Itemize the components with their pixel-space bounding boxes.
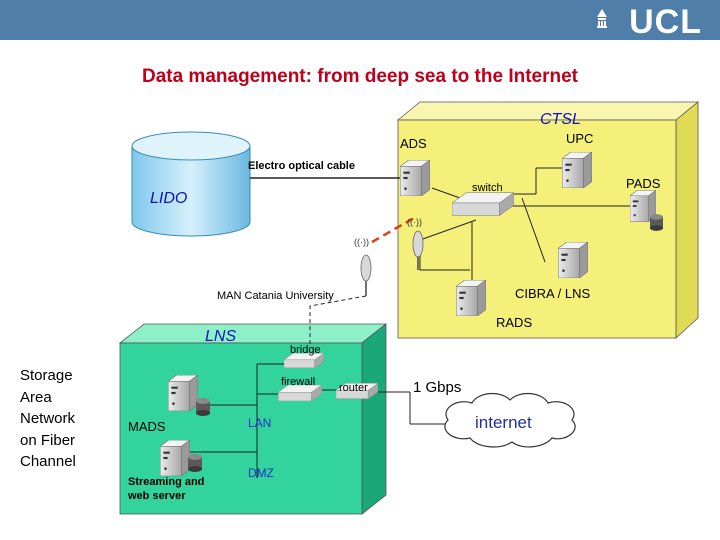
rads-label: RADS xyxy=(496,315,532,330)
switch-label: switch xyxy=(472,182,503,194)
streaming-label-line2: web server xyxy=(127,490,186,502)
slide-title: Data management: from deep sea to the In… xyxy=(141,66,579,87)
lns-label: LNS xyxy=(205,328,236,345)
cibra-server-icon xyxy=(558,242,588,278)
ctsl-box xyxy=(396,101,700,339)
side-note-line: Network xyxy=(20,410,76,427)
side-note-line: Channel xyxy=(20,453,76,470)
side-note: Storage Area Network on Fiber Channel xyxy=(20,365,100,473)
mads-label: MADS xyxy=(128,419,166,434)
upc-server-icon xyxy=(562,152,592,188)
rads-server-icon xyxy=(456,280,486,316)
side-note-line: Area xyxy=(20,388,52,406)
lido-label: LIDO xyxy=(150,190,187,207)
upc-label: UPC xyxy=(566,131,593,146)
firewall-label: firewall xyxy=(281,376,315,388)
wireless-link xyxy=(371,216,415,244)
side-note-line: Storage xyxy=(20,367,73,384)
ucl-logo: UCL xyxy=(629,3,702,41)
lan-label: LAN xyxy=(248,416,271,430)
switch-cibra-link xyxy=(521,197,546,263)
ucl-crest-icon xyxy=(597,9,607,28)
side-note-line: on Fiber xyxy=(20,431,76,449)
speed-label: 1 Gbps xyxy=(413,379,461,396)
ads-server-icon xyxy=(400,160,430,196)
router-label: router xyxy=(339,382,368,394)
antenna-icon: ((·)) xyxy=(354,237,372,296)
svg-text:((·)): ((·)) xyxy=(354,237,369,247)
mads-disk-icon xyxy=(196,398,210,416)
streaming-label-line1: Streaming and xyxy=(128,476,204,488)
mads-server-icon xyxy=(168,375,198,411)
svg-text:((·)): ((·)) xyxy=(407,217,422,227)
ctsl-label: CTSL xyxy=(540,111,581,128)
electro-optical-cable-label: Electro optical cable xyxy=(248,160,355,172)
internet-cloud-icon xyxy=(444,393,576,448)
dmz-label: DMZ xyxy=(248,466,274,480)
pads-label: PADS xyxy=(626,176,661,191)
lido-cylinder xyxy=(131,131,251,237)
streaming-disk-icon xyxy=(188,454,202,472)
man-label: MAN Catania University xyxy=(217,290,334,302)
pads-disk-icon xyxy=(650,214,663,231)
ads-switch-link xyxy=(431,187,461,199)
man-link-dashed xyxy=(309,295,367,344)
antenna-icon: ((·)) xyxy=(407,217,424,270)
internet-label: internet xyxy=(475,413,532,432)
switch-device-icon xyxy=(452,192,514,216)
lns-box xyxy=(118,323,388,515)
bridge-label: bridge xyxy=(290,344,321,356)
ads-label: ADS xyxy=(400,136,427,151)
streaming-server-icon xyxy=(160,440,190,476)
cibra-label: CIBRA / LNS xyxy=(515,286,590,301)
